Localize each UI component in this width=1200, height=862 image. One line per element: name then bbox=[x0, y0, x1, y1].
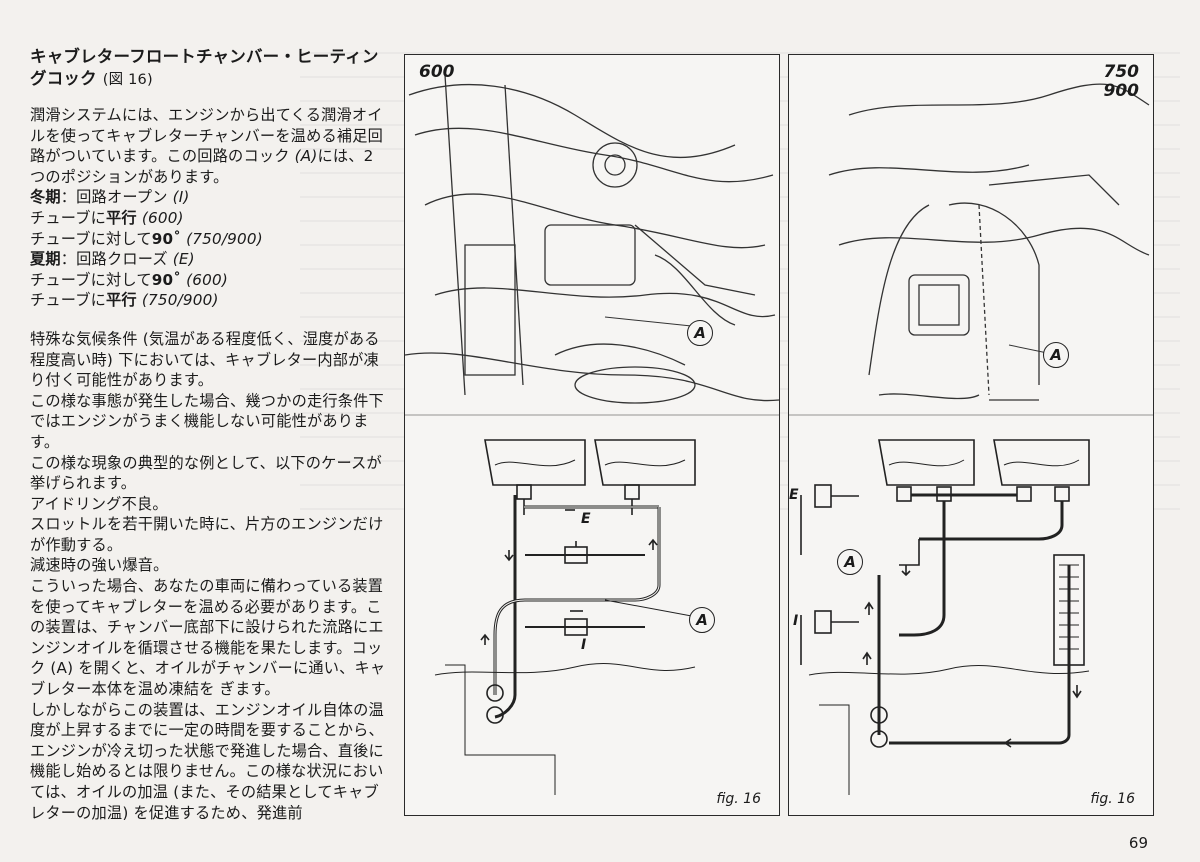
tube-text: チューブに bbox=[30, 208, 107, 227]
figure-caption: fig. 16 bbox=[716, 791, 761, 807]
callout-a-upper: A bbox=[687, 320, 713, 346]
intro-text-rest: には、2つのポジションがあります。 bbox=[30, 147, 374, 186]
model-label-750: 750 bbox=[1103, 62, 1140, 82]
label-i: I bbox=[581, 637, 587, 653]
parallel-word: 平行 bbox=[106, 291, 137, 310]
label-e: E bbox=[581, 511, 591, 527]
cock-ref-a: (A) bbox=[294, 147, 318, 166]
degree-90: 90˚ bbox=[151, 270, 182, 289]
model-label-750-900: 750 900 bbox=[1104, 63, 1140, 101]
winter-line: 冬期：回路オープン (I) bbox=[30, 187, 388, 208]
heading-figure-ref: (図 16) bbox=[102, 72, 153, 88]
winter-600-line: チューブに平行 (600) bbox=[30, 208, 388, 229]
label-e: E bbox=[789, 487, 799, 503]
summer-label: 夏期 bbox=[30, 250, 61, 269]
examples-intro: この様な現象の典型的な例として、以下のケースが挙げられます。 bbox=[30, 453, 382, 493]
degree-90: 90˚ bbox=[151, 229, 182, 248]
model-label-900: 900 bbox=[1103, 81, 1140, 101]
tube-text: チューブに bbox=[30, 291, 107, 310]
winter-text: ：回路オープン bbox=[60, 188, 168, 207]
example-idle: アイドリング不良。 bbox=[30, 494, 168, 513]
label-i: I bbox=[793, 613, 799, 629]
model-label-600: 600 bbox=[419, 62, 455, 82]
summer-code: (E) bbox=[172, 250, 195, 269]
example-one-cylinder: スロットルを若干開いた時に、片方のエンジンだけが作動する。 bbox=[30, 515, 384, 554]
winter-label: 冬期 bbox=[30, 188, 61, 207]
heading-title: キャブレターフロートチャンバー・ヒーティングコック bbox=[30, 47, 379, 88]
summer-text: ：回路クローズ bbox=[60, 250, 168, 269]
parallel-word: 平行 bbox=[106, 208, 137, 227]
callout-a-upper: A bbox=[1043, 342, 1069, 368]
intro-paragraph: 潤滑システムには、エンジンから出てくる潤滑オイルを使ってキャブレターチャンバーを… bbox=[30, 105, 388, 187]
figure-750-900-panel: 750 900 A A E I fig. 16 bbox=[788, 54, 1154, 816]
page-number: 69 bbox=[1128, 834, 1148, 852]
callout-a-lower: A bbox=[837, 549, 863, 575]
example-backfire: 減速時の強い爆音。 bbox=[30, 556, 169, 575]
summer-line: 夏期：回路クローズ (E) bbox=[30, 249, 388, 270]
summer-600-line: チューブに対して90˚ (600) bbox=[30, 270, 388, 291]
malfunction-paragraph: この様な事態が発生した場合、幾つかの走行条件下ではエンジンがうまく機能しない可能… bbox=[30, 391, 384, 451]
section-heading: キャブレターフロートチャンバー・ヒーティングコック (図 16) bbox=[30, 46, 388, 91]
summer-750-line: チューブに平行 (750/900) bbox=[30, 290, 388, 311]
tube-cross-text: チューブに対して bbox=[30, 229, 152, 248]
climate-paragraph: 特殊な気候条件 (気温がある程度低く、湿度がある程度高い時) 下においては、キャ… bbox=[30, 329, 380, 390]
text-column: キャブレターフロートチャンバー・ヒーティングコック (図 16) 潤滑システムに… bbox=[30, 46, 388, 823]
figure-600-panel: 600 A A E I fig. 16 bbox=[404, 54, 780, 816]
warmup-paragraph: しかしながらこの装置は、エンジンオイル自体の温度が上昇するまでに一定の時間を要す… bbox=[30, 700, 384, 822]
model-code-600: (600) bbox=[141, 208, 184, 227]
model-code-600: (600) bbox=[186, 270, 228, 289]
callout-a-lower: A bbox=[689, 607, 715, 633]
winter-750-line: チューブに対して90˚ (750/900) bbox=[30, 229, 388, 250]
figure-750-900-drawing bbox=[789, 83, 1153, 795]
intro-text: 潤滑システムには、エンジンから出てくる潤滑オイルを使ってキャブレターチャンバーを… bbox=[30, 106, 384, 166]
model-code-750-900: (750/900) bbox=[186, 229, 263, 248]
tube-cross-text: チューブに対して bbox=[30, 270, 152, 289]
device-paragraph: こういった場合、あなたの車両に備わっている装置を使ってキャブレターを温める必要が… bbox=[30, 577, 386, 699]
figure-caption: fig. 16 bbox=[1090, 791, 1135, 807]
model-code-750-900: (750/900) bbox=[141, 291, 219, 310]
winter-code: (I) bbox=[172, 188, 190, 207]
figure-600-drawing bbox=[405, 74, 779, 795]
